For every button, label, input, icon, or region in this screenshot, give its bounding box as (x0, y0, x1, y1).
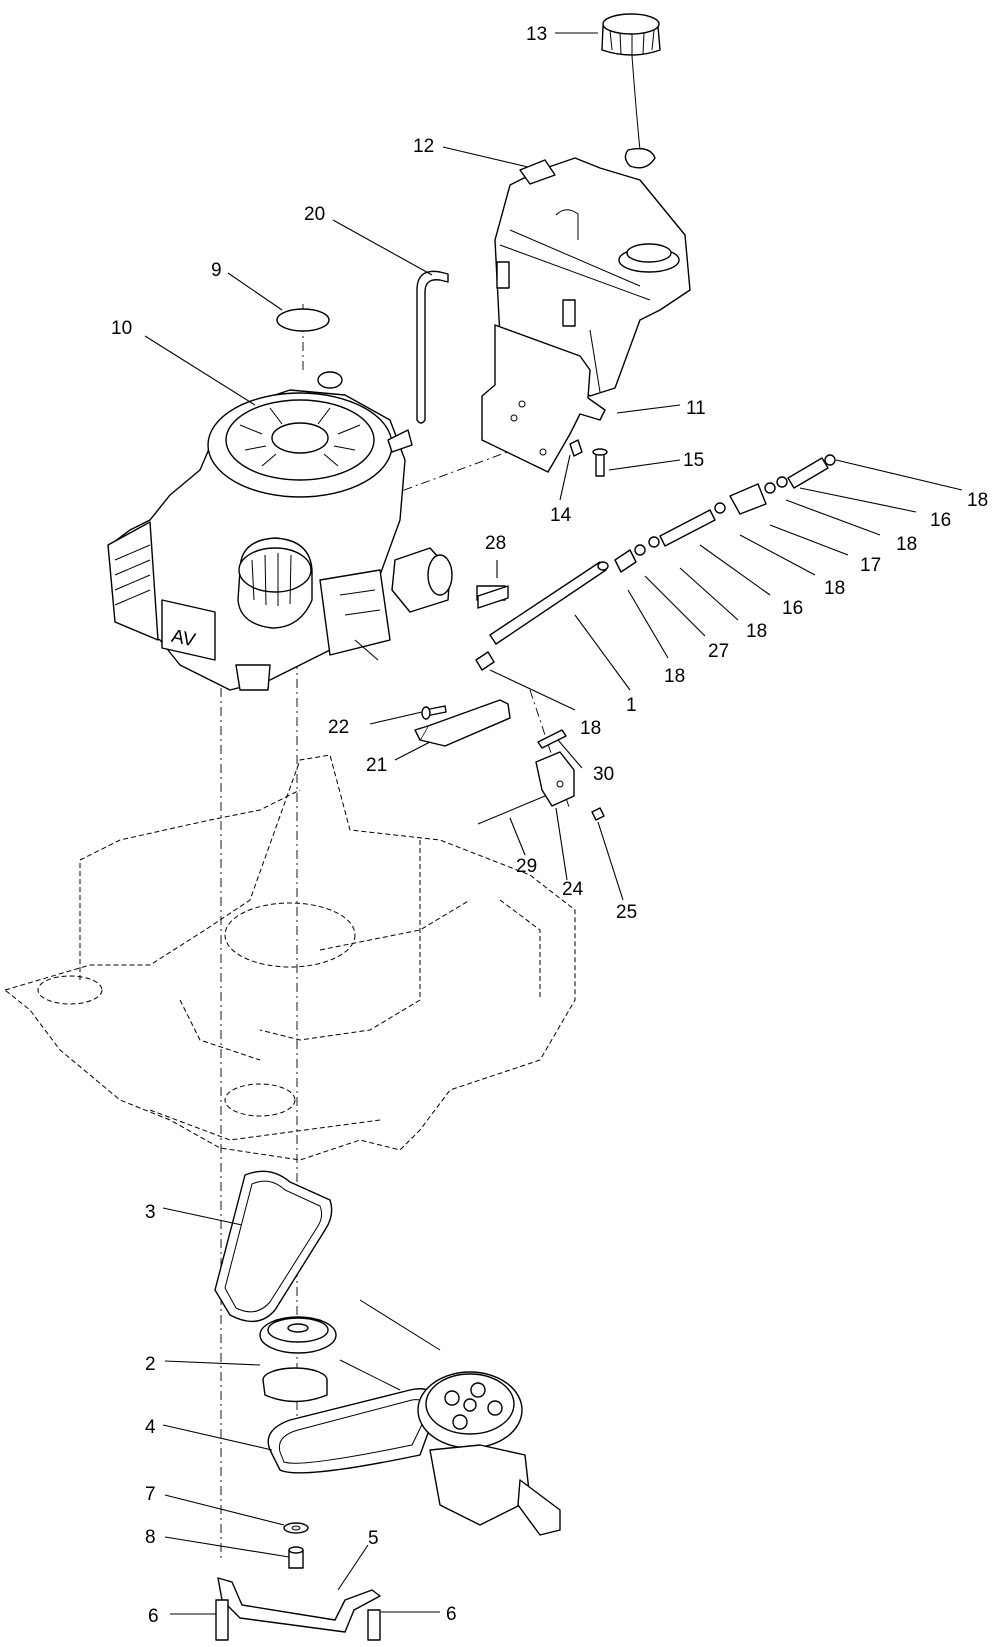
callout-labels: 13 12 20 9 10 11 15 14 18 16 18 17 18 16… (111, 24, 988, 1627)
callout-28: 28 (485, 533, 506, 554)
leader-lines (144, 32, 963, 1615)
callout-6-a: 6 (148, 1606, 159, 1627)
callout-13: 13 (526, 24, 547, 45)
callout-4: 4 (145, 1417, 156, 1438)
callout-17: 17 (860, 555, 881, 576)
callout-18-f: 18 (580, 718, 601, 739)
transmission (267, 1299, 561, 1536)
callout-8: 8 (145, 1527, 156, 1548)
engine-badge: AV (169, 626, 197, 652)
callout-14: 14 (550, 505, 572, 526)
throttle-brackets (414, 699, 605, 825)
callout-3: 3 (145, 1202, 156, 1223)
callout-18-d: 18 (746, 621, 767, 642)
callout-18-b: 18 (896, 534, 917, 555)
engine: AV (107, 308, 453, 691)
fuel-line (475, 454, 836, 671)
callout-10: 10 (111, 318, 132, 339)
idler-bracket (215, 1577, 381, 1641)
pulley (259, 1316, 337, 1403)
callout-21: 21 (366, 755, 387, 776)
callout-6-b: 6 (446, 1604, 457, 1625)
callout-18-a: 18 (967, 490, 988, 511)
callout-18-e: 18 (664, 666, 685, 687)
callout-1: 1 (626, 695, 637, 716)
callout-16-b: 16 (782, 598, 803, 619)
callout-20: 20 (304, 204, 325, 225)
callout-18-c: 18 (824, 578, 845, 599)
vent-hose (416, 270, 449, 424)
callout-25: 25 (616, 902, 637, 923)
washer-bolt (283, 1522, 309, 1569)
callout-24: 24 (562, 879, 584, 900)
screws (569, 439, 608, 477)
callout-2: 2 (145, 1354, 156, 1375)
callout-5: 5 (368, 1528, 379, 1549)
callout-7: 7 (145, 1484, 156, 1505)
decal (477, 585, 509, 609)
callout-22: 22 (328, 717, 349, 738)
callout-11: 11 (686, 398, 706, 419)
callout-15: 15 (683, 450, 704, 471)
callout-27: 27 (708, 641, 729, 662)
fuel-cap (601, 13, 661, 169)
tank-bracket (481, 324, 606, 473)
chassis-frame (3, 754, 576, 1161)
callout-16-a: 16 (930, 510, 951, 531)
callout-30: 30 (593, 764, 614, 785)
callout-12: 12 (413, 136, 434, 157)
callout-29: 29 (516, 856, 537, 877)
callout-9: 9 (211, 260, 222, 281)
engine-belt (214, 1170, 333, 1323)
fuel-tank (494, 157, 691, 397)
